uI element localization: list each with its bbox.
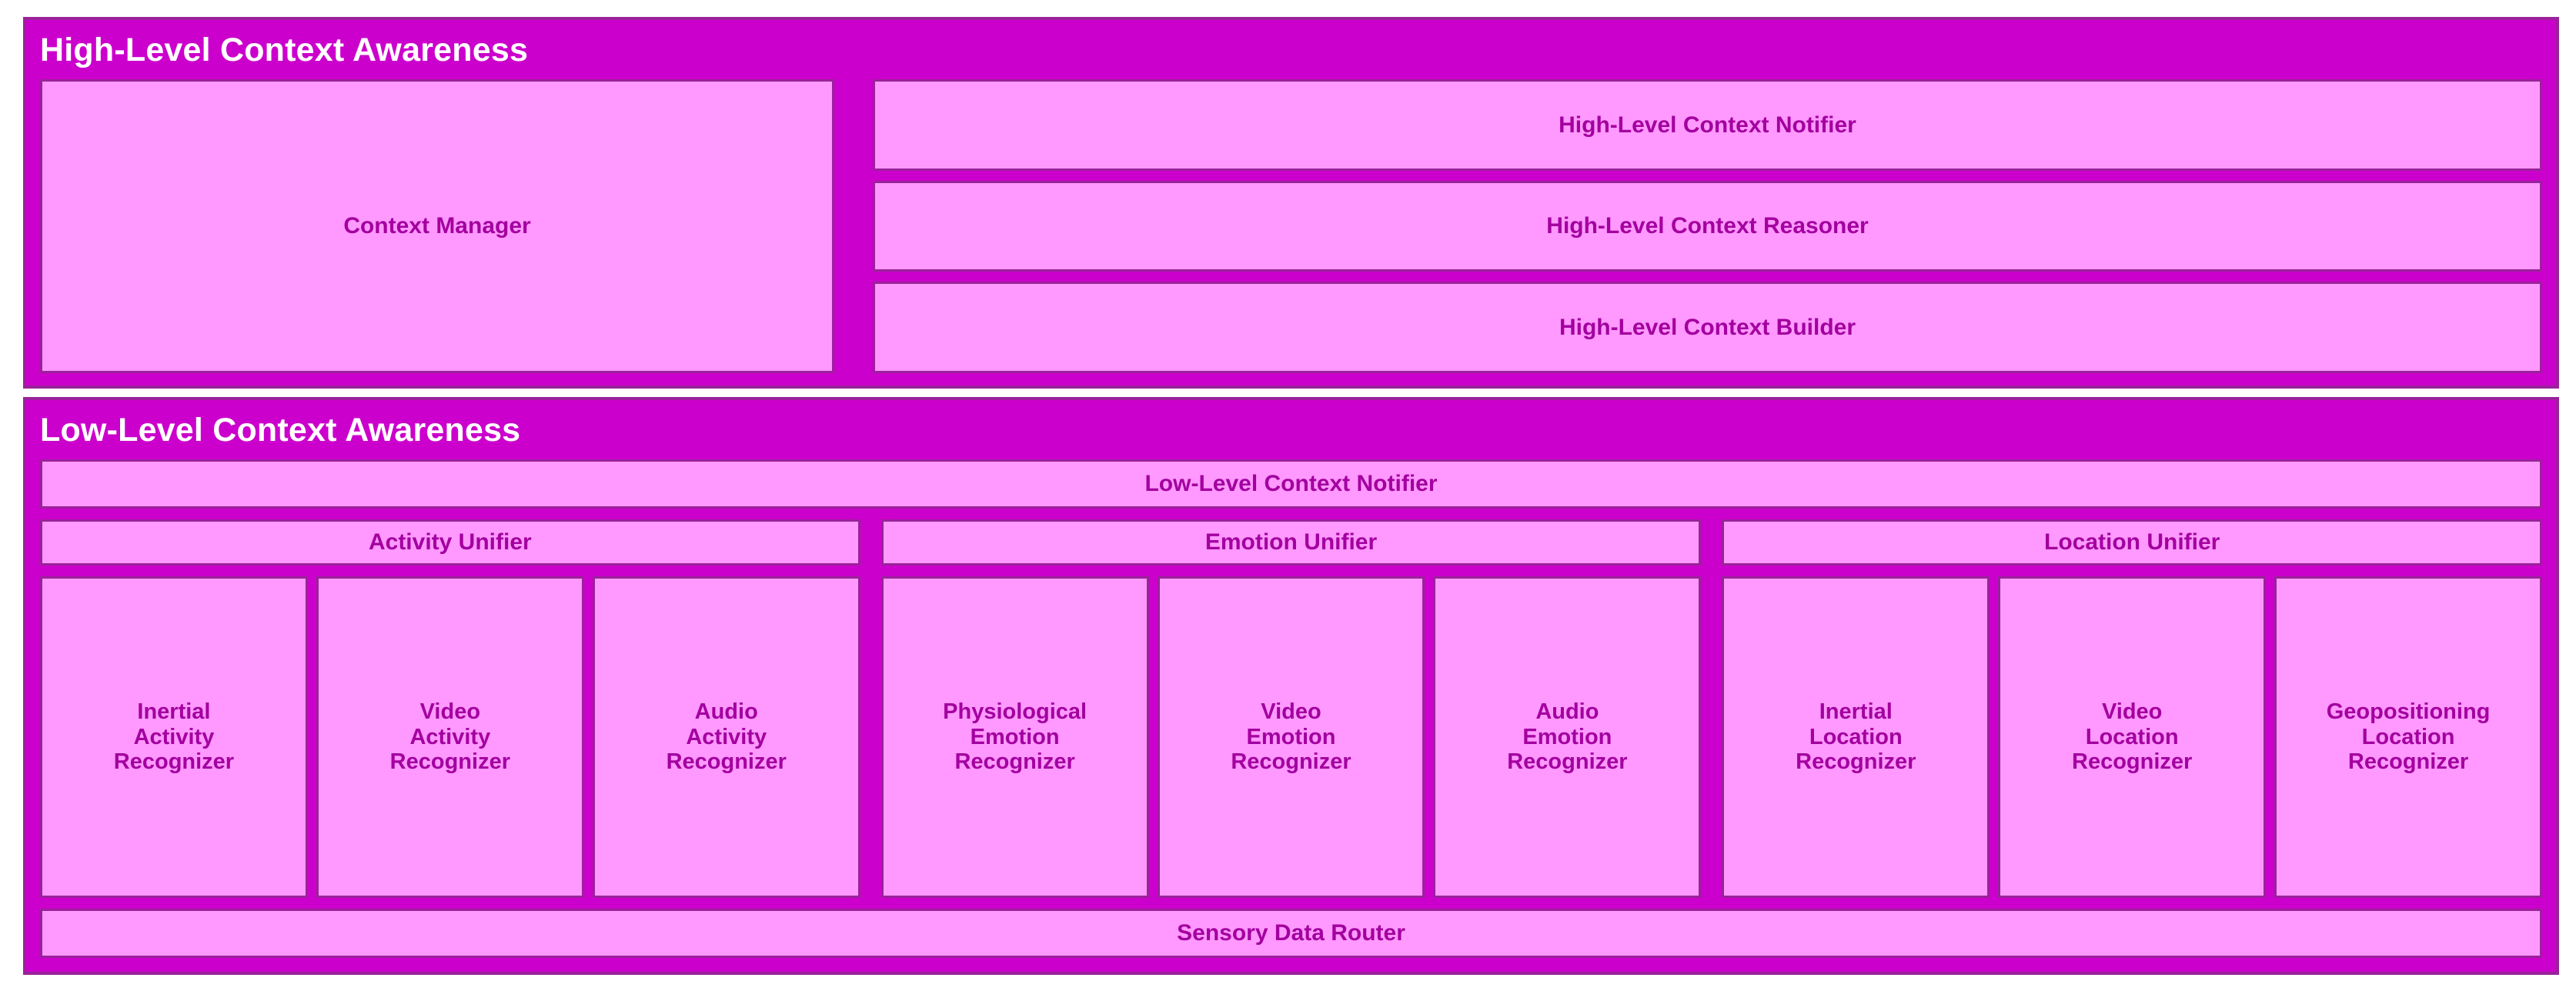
- low-level-context-notifier-box[interactable]: Low-Level Context Notifier: [40, 459, 2542, 509]
- low-level-context-awareness-layer: Low-Level Context Awareness Low-Level Co…: [23, 397, 2559, 975]
- high-level-context-awareness-layer: High-Level Context Awareness Context Man…: [23, 17, 2559, 389]
- high-level-component-column: High-Level Context Notifier High-Level C…: [873, 79, 2542, 374]
- sensory-data-router-box[interactable]: Sensory Data Router: [40, 909, 2542, 958]
- unifier-row: Activity Unifier Emotion Unifier Locatio…: [40, 519, 2543, 566]
- high-level-layer-title: High-Level Context Awareness: [40, 32, 529, 68]
- low-level-layer-title: Low-Level Context Awareness: [40, 412, 521, 449]
- high-level-context-reasoner-box[interactable]: High-Level Context Reasoner: [873, 180, 2542, 272]
- location-unifier-box[interactable]: Location Unifier: [1722, 519, 2543, 566]
- activity-unifier-box[interactable]: Activity Unifier: [40, 519, 860, 566]
- high-level-context-notifier-box[interactable]: High-Level Context Notifier: [873, 79, 2542, 171]
- context-manager-box[interactable]: Context Manager: [40, 79, 834, 373]
- high-level-context-builder-box[interactable]: High-Level Context Builder: [873, 282, 2542, 374]
- low-level-layer-body: Low-Level Context Notifier Activity Unif…: [26, 459, 2556, 972]
- emotion-unifier-box[interactable]: Emotion Unifier: [880, 519, 1702, 566]
- high-level-layer-body: Context Manager High-Level Context Notif…: [26, 79, 2556, 385]
